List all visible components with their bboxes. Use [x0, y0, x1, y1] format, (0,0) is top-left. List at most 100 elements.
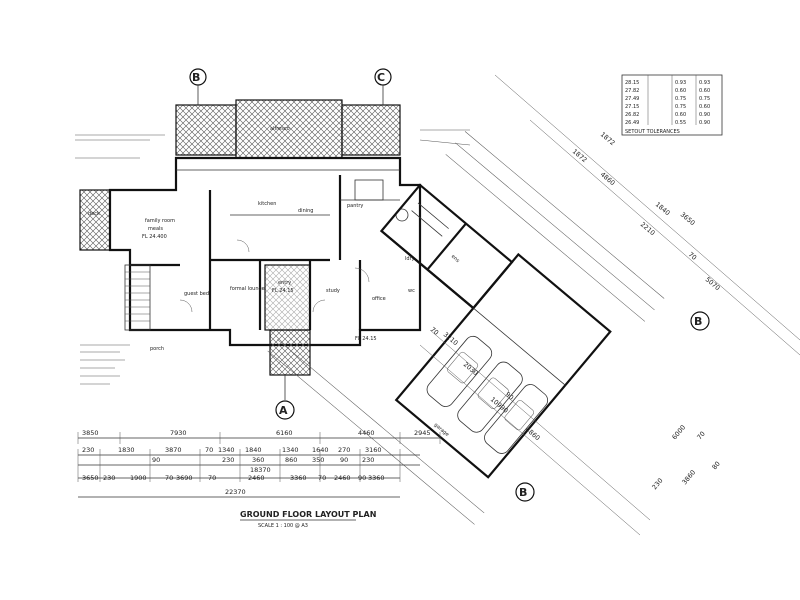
dim-text: 270 — [338, 446, 350, 454]
room-label-porch: porch — [150, 346, 164, 352]
dim-text: 70 — [205, 446, 213, 454]
marker-letter: B — [192, 71, 200, 84]
dim-text: 18370 — [250, 466, 271, 474]
dim-text: 5070 — [704, 275, 722, 292]
room-label-dining: dining — [298, 208, 313, 214]
dim-text: 1872 — [571, 147, 589, 164]
room-level-office: FL 24.15 — [355, 336, 377, 342]
dim-text: 3360 — [290, 474, 307, 482]
marker-letter: A — [279, 404, 288, 417]
car-3 — [484, 384, 549, 454]
main-house-block: family room meals FL 24.400 kitchen dini… — [75, 99, 471, 385]
dim-text: 230 — [82, 446, 94, 454]
schedule-cell: 0.60 — [675, 88, 686, 94]
dim-text: 70 — [165, 474, 173, 482]
kitchen-island — [354, 179, 384, 201]
dim-text: 2030 — [462, 360, 480, 377]
dim-text: 6000 — [670, 423, 687, 441]
dim-text: 90 — [504, 390, 515, 401]
dim-text: 70 — [429, 325, 440, 336]
dim-text: 3860 — [680, 468, 697, 486]
schedule-cell: 0.93 — [699, 80, 710, 86]
room-label-formal: formal lounge — [230, 286, 265, 292]
car-1 — [426, 335, 493, 407]
dim-text: 2460 — [334, 474, 351, 482]
diagonal-dimensions-upper: 1872 1872 4860 1840 3650 70 5070 2210 — [571, 130, 722, 292]
dim-text: 1640 — [312, 446, 329, 454]
dim-text: 3160 — [365, 446, 382, 454]
section-marker-c-top: C — [374, 68, 392, 105]
dim-text: 1840 — [654, 200, 672, 217]
dim-text: 230 — [103, 474, 115, 482]
dim-text: 4860 — [524, 425, 542, 442]
dim-text: 70 — [208, 474, 216, 482]
drawing-title-block: GROUND FLOOR LAYOUT PLAN SCALE 1 : 100 @… — [240, 510, 376, 529]
schedule-cell: 28.15 — [625, 80, 639, 86]
dim-text: 2460 — [248, 474, 265, 482]
drawing-title: GROUND FLOOR LAYOUT PLAN — [240, 510, 376, 519]
marker-letter: C — [377, 71, 385, 84]
dim-text: 1900 — [130, 474, 147, 482]
dim-text: 3650 — [82, 474, 99, 482]
dim-text: 1830 — [118, 446, 135, 454]
car-2 — [457, 361, 523, 433]
room-level-family: FL 24.400 — [142, 234, 167, 240]
room-label-laundry: ldry — [405, 256, 415, 262]
dim-text: 3870 — [165, 446, 182, 454]
dim-text: 350 — [312, 456, 324, 464]
level-schedule-table: 28.15 0.93 0.93 27.82 0.60 0.60 27.49 0.… — [621, 74, 723, 136]
marker-letter: B — [519, 486, 527, 499]
garage-wing: garage ens — [267, 131, 665, 525]
section-marker-b-right: B — [690, 311, 710, 331]
dim-text: 90 — [340, 456, 348, 464]
rear-deck-centre — [235, 99, 343, 159]
dim-text: 230 — [650, 477, 664, 492]
entry-porch — [269, 329, 311, 376]
schedule-cell: 0.75 — [699, 96, 710, 102]
dim-text: 80 — [710, 460, 721, 471]
dimension-strings: 3850 7930 6160 4460 2945 230 1830 3870 7… — [77, 429, 441, 498]
staircase — [124, 264, 151, 331]
dim-text: 90 — [358, 474, 366, 482]
room-label-entry: entry — [278, 280, 291, 286]
room-label-pantry: pantry — [347, 203, 363, 209]
entry-hall — [264, 264, 311, 331]
dim-text: 1840 — [245, 446, 262, 454]
room-label-family: family room — [145, 218, 175, 224]
rear-deck-right — [341, 104, 401, 156]
dim-text: 3850 — [82, 429, 99, 437]
dim-text: 1340 — [218, 446, 235, 454]
diagonal-dimensions-right: 6000 70 3860 80 230 — [650, 423, 721, 491]
dim-text: 70 — [695, 430, 706, 441]
section-marker-b-top: B — [189, 68, 207, 105]
schedule-note: SETOUT TOLERANCES — [625, 129, 680, 135]
schedule-cell: 0.60 — [675, 112, 686, 118]
room-label-kitchen: kitchen — [258, 201, 276, 207]
room-label-wc: wc — [408, 288, 415, 294]
dim-text: 7930 — [170, 429, 187, 437]
dim-text: 360 — [252, 456, 264, 464]
dim-text: 3650 — [679, 210, 697, 227]
room-label-deck: deck — [88, 211, 100, 217]
schedule-cell: 0.90 — [699, 112, 710, 118]
schedule-cell: 0.60 — [699, 88, 710, 94]
dim-text: 70 — [318, 474, 326, 482]
schedule-cell: 0.60 — [699, 104, 710, 110]
room-label-guest: guest bed — [184, 291, 209, 297]
schedule-cell: 0.55 — [675, 120, 686, 126]
schedule-cell: 27.82 — [625, 88, 639, 94]
room-label-study: study — [326, 288, 340, 294]
dim-text: 2945 — [414, 429, 431, 437]
drawing-scale: SCALE 1 : 100 @ A3 — [258, 523, 308, 529]
schedule-cell: 0.75 — [675, 96, 686, 102]
dim-text: 3360 — [368, 474, 385, 482]
dim-text: 70 — [687, 250, 698, 261]
dim-text: 1872 — [599, 130, 617, 147]
room-label-garage: garage — [433, 422, 450, 438]
schedule-cell: 27.15 — [625, 104, 639, 110]
dim-text: 1340 — [282, 446, 299, 454]
dim-text: 90 — [152, 456, 160, 464]
room-label-office: office — [372, 296, 386, 302]
rear-deck-left — [175, 104, 237, 156]
dim-text: 3690 — [176, 474, 193, 482]
